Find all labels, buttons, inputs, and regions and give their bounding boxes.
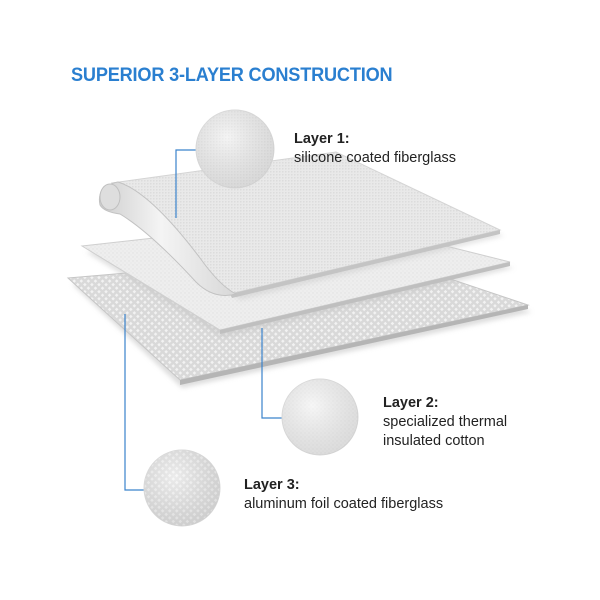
layer-3-description: aluminum foil coated fiberglass [244,495,443,514]
layer-1-heading: Layer 1: [294,130,456,149]
layer-1-label: Layer 1: silicone coated fiberglass [294,130,456,168]
layer-1-texture-circle [196,110,274,188]
layer-1-description: silicone coated fiberglass [294,149,456,168]
layer-3-heading: Layer 3: [244,476,443,495]
layer-2-description: specialized thermal insulated cotton [383,413,507,451]
layer-2-heading: Layer 2: [383,394,507,413]
layer-2-texture-circle [282,379,358,455]
layer-3-label: Layer 3: aluminum foil coated fiberglass [244,476,443,514]
layer-3-texture-circle [144,450,220,526]
layer-2-label: Layer 2: specialized thermal insulated c… [383,394,507,451]
